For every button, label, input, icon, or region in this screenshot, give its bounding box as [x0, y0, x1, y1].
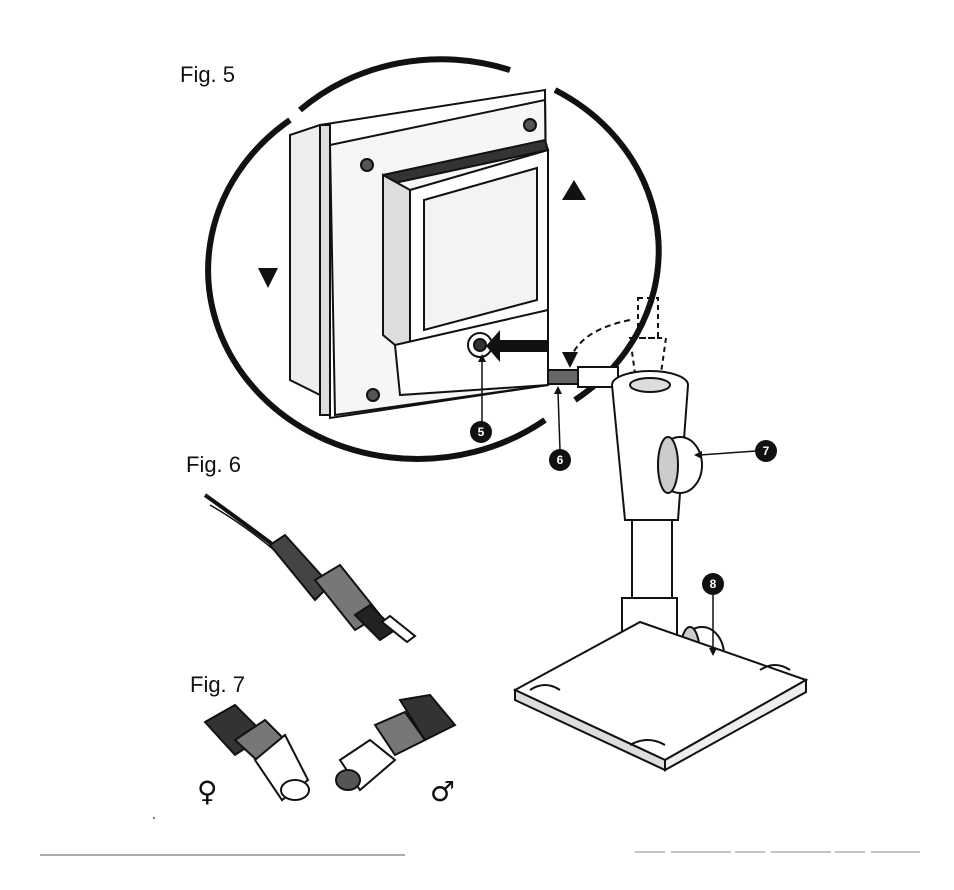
callout-7: 7: [755, 440, 777, 462]
female-symbol: ♀: [197, 775, 218, 808]
arrow-down-left: [258, 268, 278, 288]
stand: [515, 298, 806, 770]
callout-6: 6: [549, 449, 571, 471]
screw-top-left: [361, 159, 373, 171]
callout-8: 8: [702, 573, 724, 595]
camera-housing: [290, 90, 548, 418]
rca-plug: [205, 495, 415, 642]
fig5-label: Fig. 5: [180, 62, 235, 88]
fig7-label: Fig. 7: [190, 672, 245, 698]
screw-top-right: [524, 119, 536, 131]
male-symbol: ♂: [430, 775, 455, 808]
arrow-up-right: [562, 180, 586, 200]
callout-5: 5: [470, 421, 492, 443]
female-connector: [205, 705, 309, 800]
screw-bottom-left: [367, 389, 379, 401]
fig6-label: Fig. 6: [186, 452, 241, 478]
